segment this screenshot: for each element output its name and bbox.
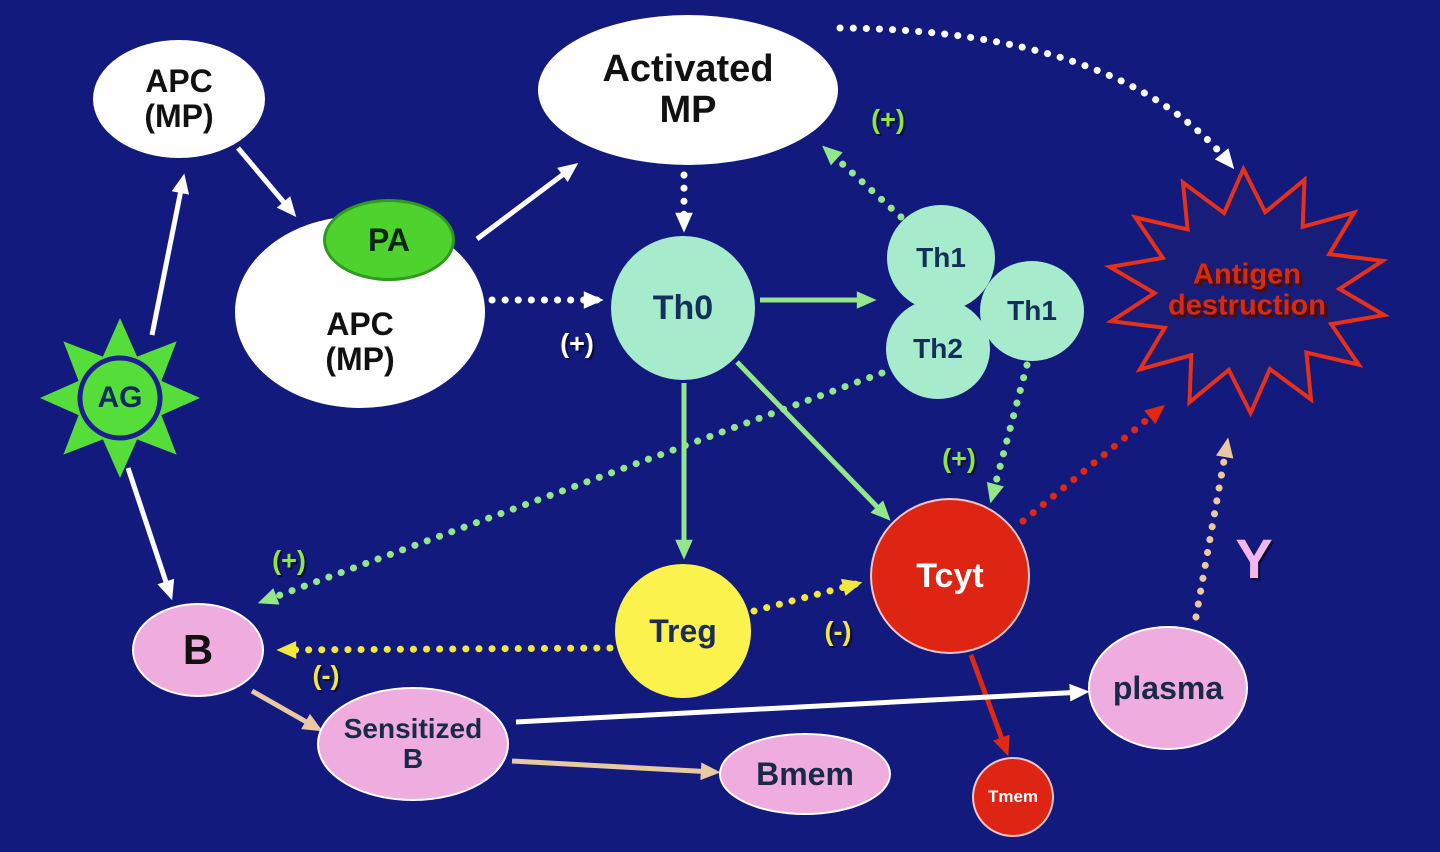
edge-apc-top-to-apc-main bbox=[236, 146, 297, 218]
node-b-cell: B bbox=[132, 603, 264, 697]
edge-th2-to-b-cell bbox=[257, 369, 886, 605]
annotation-plus-th1-tcyt: (+) bbox=[942, 443, 976, 474]
edge-th1a-to-activated-mp bbox=[822, 145, 905, 221]
node-tcyt: Tcyt bbox=[870, 498, 1030, 654]
node-label-treg: Treg bbox=[649, 612, 717, 649]
edge-ag-to-b-cell bbox=[125, 467, 175, 601]
node-label-antigen-destruction: Antigen destruction bbox=[1168, 258, 1326, 322]
edge-ag-to-apc-top bbox=[149, 173, 190, 336]
edge-sensitized-b-to-plasma bbox=[515, 683, 1090, 725]
node-th1a: Th1 bbox=[887, 205, 995, 311]
node-pa: PA bbox=[323, 199, 455, 281]
edge-treg-to-b-cell bbox=[276, 641, 614, 659]
edge-activated-mp-to-antigen-destruction bbox=[836, 24, 1235, 170]
node-label-activated-mp: Activated MP bbox=[602, 47, 774, 131]
edge-apc-main-to-activated-mp bbox=[475, 163, 579, 241]
annotation-plus-apc-th0: (+) bbox=[560, 328, 594, 359]
node-th1b: Th1 bbox=[980, 261, 1084, 361]
node-apc-top: APC (MP) bbox=[93, 40, 265, 158]
node-label-th1a: Th1 bbox=[916, 241, 966, 273]
edge-th1b-to-tcyt bbox=[986, 361, 1031, 504]
node-tmem: Tmem bbox=[972, 757, 1054, 837]
node-label-tcyt: Tcyt bbox=[916, 556, 984, 595]
node-activated-mp: Activated MP bbox=[538, 15, 838, 165]
node-plasma: plasma bbox=[1088, 626, 1248, 750]
edge-tcyt-to-tmem bbox=[968, 654, 1010, 757]
node-label-bmem: Bmem bbox=[756, 755, 854, 792]
annotation-minus-treg-b: (-) bbox=[312, 660, 340, 691]
node-th2: Th2 bbox=[886, 299, 990, 399]
edge-th0-to-tcyt bbox=[735, 360, 891, 521]
node-label-b-cell: B bbox=[182, 626, 214, 674]
node-label-pa: PA bbox=[367, 221, 411, 258]
node-label-ag: AG bbox=[97, 380, 143, 414]
annotation-minus-treg-tcyt: (-) bbox=[824, 616, 852, 647]
node-th0: Th0 bbox=[611, 236, 755, 380]
edge-tcyt-to-antigen-destruction bbox=[1019, 404, 1166, 525]
node-label-th2: Th2 bbox=[913, 332, 963, 364]
edge-plasma-to-antigen-destruction bbox=[1192, 437, 1234, 621]
node-label-th1b: Th1 bbox=[1007, 294, 1057, 326]
shape-antigen-destruction bbox=[1104, 164, 1390, 418]
node-label-plasma: plasma bbox=[1112, 669, 1224, 706]
edge-b-cell-to-sensitized-b bbox=[250, 688, 323, 732]
annotation-plus-th1-activated-mp: (+) bbox=[871, 104, 905, 135]
node-treg: Treg bbox=[615, 564, 751, 698]
node-label-apc-main: APC (MP) bbox=[325, 306, 395, 377]
edge-sensitized-b-to-bmem bbox=[511, 758, 721, 781]
edge-treg-to-tcyt bbox=[750, 578, 863, 615]
node-label-apc-top: APC (MP) bbox=[144, 63, 214, 134]
shape-ag-core bbox=[77, 355, 163, 441]
annotation-antibody-y: Y bbox=[1235, 526, 1273, 590]
node-label-th0: Th0 bbox=[652, 288, 714, 327]
annotation-plus-th2-b: (+) bbox=[272, 545, 306, 576]
node-label-sensitized-b: Sensitized B bbox=[343, 712, 483, 774]
node-label-tmem: Tmem bbox=[987, 786, 1039, 806]
node-sensitized-b: Sensitized B bbox=[317, 687, 509, 801]
node-bmem: Bmem bbox=[719, 733, 891, 815]
